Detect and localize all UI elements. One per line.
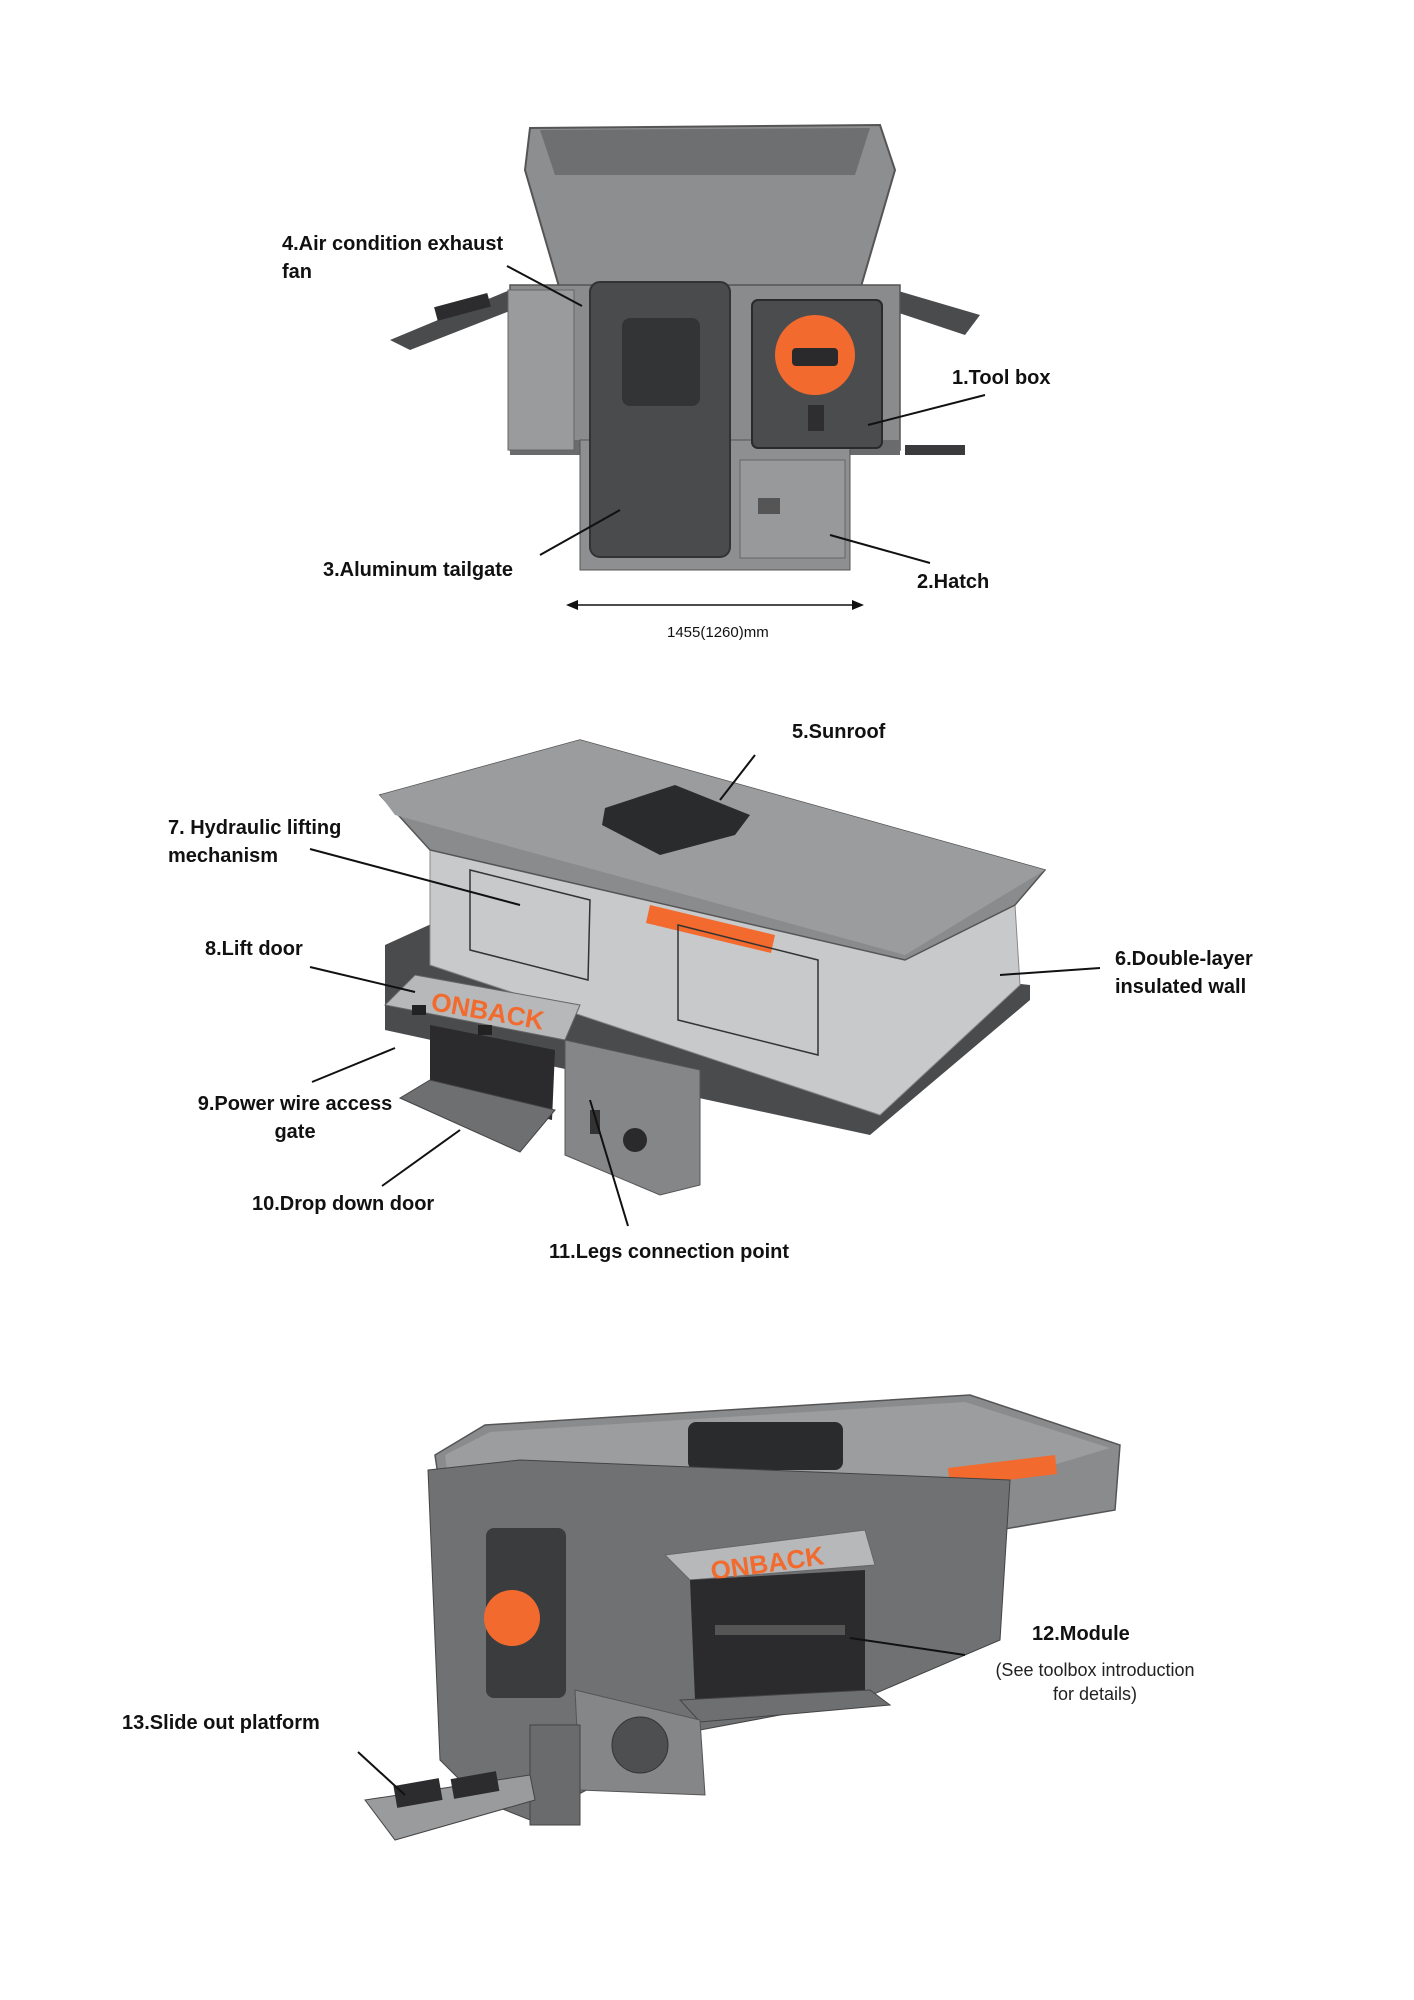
legs-connection-label: 11.Legs connection point: [549, 1241, 790, 1263]
lift-door-label: 8.Lift door: [205, 938, 303, 960]
width-dimension: 1455(1260)mm: [667, 624, 769, 641]
insulated-wall-label-line1: 6.Double-layer: [1115, 948, 1253, 970]
hatch-label: 2.Hatch: [917, 571, 990, 593]
power-wire-label-line1: 9.Power wire access: [197, 1093, 393, 1115]
side-view-camper: ONBACK: [309, 739, 1101, 1227]
module-note: (See toolbox introduction for details): [975, 1658, 1215, 1706]
tailgate-label: 3.Aluminum tailgate: [323, 559, 514, 581]
module-label: 12.Module: [1032, 1623, 1130, 1645]
rear-view-camper: ONBACK: [357, 1394, 1121, 1841]
insulated-wall-label: 6.Double-layer insulated wall: [1115, 945, 1253, 1001]
power-wire-label: 9.Power wire access gate: [190, 1090, 400, 1146]
hydraulic-label-line2: mechanism: [168, 845, 279, 867]
front-view-camper: [390, 123, 986, 610]
tool-box-label: 1.Tool box: [952, 367, 1051, 389]
air-exhaust-label-line2: fan: [282, 261, 312, 283]
insulated-wall-label-line2: insulated wall: [1115, 976, 1247, 998]
hydraulic-label-line1: 7. Hydraulic lifting: [168, 817, 342, 839]
hydraulic-label: 7. Hydraulic lifting mechanism: [168, 814, 341, 870]
power-wire-label-line2: gate: [274, 1121, 316, 1143]
air-exhaust-label: 4.Air condition exhaust fan: [282, 230, 503, 286]
air-exhaust-label-line1: 4.Air condition exhaust: [282, 233, 504, 255]
slide-out-label: 13.Slide out platform: [122, 1712, 320, 1734]
module-note-line1: (See toolbox introduction: [995, 1660, 1195, 1680]
drop-door-label: 10.Drop down door: [252, 1193, 435, 1215]
sunroof-label: 5.Sunroof: [792, 721, 886, 743]
module-note-line2: for details): [1052, 1684, 1138, 1704]
